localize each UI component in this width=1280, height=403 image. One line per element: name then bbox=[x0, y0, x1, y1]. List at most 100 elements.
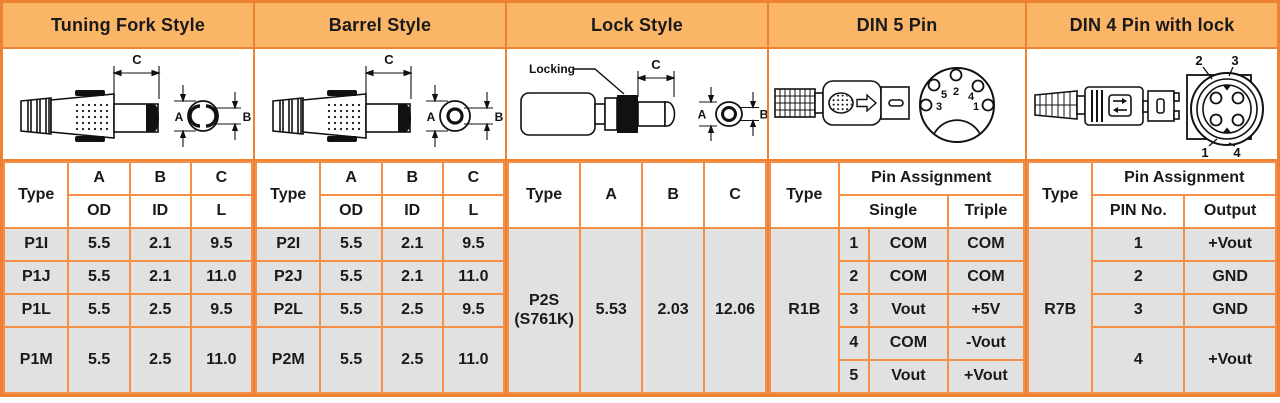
col-header-triple: Triple bbox=[946, 194, 1026, 229]
value-cell: 2.5 bbox=[380, 293, 444, 328]
col-subheader-id: ID bbox=[380, 194, 444, 229]
output-cell: GND bbox=[1183, 293, 1277, 328]
value-cell: 9.5 bbox=[189, 227, 254, 262]
type-cell: P1J bbox=[2, 260, 70, 295]
col-header-output: Output bbox=[1183, 194, 1277, 229]
dim-label-c: C bbox=[384, 52, 394, 67]
single-cell: Vout bbox=[868, 293, 949, 328]
dim-label-b: B bbox=[760, 108, 767, 122]
triple-cell: COM bbox=[946, 227, 1026, 262]
type-cell: R7B bbox=[1026, 227, 1094, 394]
value-cell: 5.5 bbox=[67, 260, 131, 295]
single-cell: Vout bbox=[868, 359, 949, 394]
type-line-2: (S761K) bbox=[514, 310, 574, 328]
barrel-table: Type A B C OD ID L P2I 5.5 2.1 9.5 P2J 5… bbox=[254, 161, 506, 394]
value-cell: 2.1 bbox=[380, 227, 444, 262]
panel-din5: DIN 5 Pin bbox=[769, 3, 1027, 394]
table-row: 4 COM -Vout bbox=[770, 326, 1026, 361]
table-row: 5 Vout +Vout bbox=[770, 359, 1026, 394]
panel-barrel: Barrel Style bbox=[254, 3, 507, 394]
type-cell: R1B bbox=[769, 227, 840, 394]
table-row: P2M 5.5 2.5 11.0 bbox=[254, 326, 506, 394]
col-subheader-od: OD bbox=[67, 194, 131, 229]
col-subheader-id: ID bbox=[128, 194, 192, 229]
col-header-pin-assignment: Pin Assignment bbox=[837, 161, 1026, 196]
triple-cell: +5V bbox=[946, 293, 1026, 328]
table-row: P2I 5.5 2.1 9.5 bbox=[254, 227, 506, 262]
pin-cell: 3 bbox=[837, 293, 871, 328]
pin-label-2: 2 bbox=[953, 86, 959, 98]
panel-title-tuning-fork: Tuning Fork Style bbox=[3, 3, 253, 49]
panel-lock: Lock Style Locking bbox=[506, 3, 769, 394]
col-header-type: Type bbox=[769, 161, 840, 229]
col-subheader-l: L bbox=[441, 194, 506, 229]
dim-label-a: A bbox=[698, 108, 707, 122]
type-cell: P2J bbox=[254, 260, 322, 295]
col-header-c: C bbox=[441, 161, 506, 196]
triple-cell: -Vout bbox=[946, 326, 1026, 361]
value-cell: 5.5 bbox=[319, 293, 383, 328]
pin-label-3: 3 bbox=[936, 101, 942, 113]
value-cell: 2.1 bbox=[128, 227, 192, 262]
panel-tuning-fork: Tuning Fork Style bbox=[2, 3, 255, 394]
output-cell: +Vout bbox=[1183, 326, 1277, 394]
din4-diagram: 2 3 1 4 bbox=[1027, 49, 1277, 161]
table-row: 4 +Vout bbox=[1028, 326, 1277, 394]
col-header-b: B bbox=[641, 161, 706, 229]
table-row: 2 COM COM bbox=[770, 260, 1026, 295]
dim-label-c: C bbox=[132, 52, 142, 67]
panel-title-din5: DIN 5 Pin bbox=[769, 3, 1025, 49]
value-cell: 5.5 bbox=[319, 326, 383, 394]
dim-label-b: B bbox=[243, 110, 252, 124]
value-cell: 2.5 bbox=[128, 326, 192, 394]
pin-cell: 4 bbox=[837, 326, 871, 361]
col-header-pin-assignment: Pin Assignment bbox=[1091, 161, 1277, 196]
col-subheader-od: OD bbox=[319, 194, 383, 229]
pin-cell: 2 bbox=[1091, 260, 1186, 295]
single-cell: COM bbox=[868, 326, 949, 361]
pin-label-1: 1 bbox=[973, 101, 979, 113]
pin-label-3: 3 bbox=[1231, 53, 1238, 68]
type-cell: P2I bbox=[254, 227, 322, 262]
col-header-c: C bbox=[703, 161, 767, 229]
type-cell: P1I bbox=[2, 227, 70, 262]
pin-label-4: 4 bbox=[1233, 145, 1241, 159]
din5-diagram: 2 5 4 3 1 bbox=[769, 49, 1025, 161]
dim-label-a: A bbox=[175, 110, 184, 124]
value-cell: 11.0 bbox=[441, 326, 506, 394]
table-row: 3 GND bbox=[1028, 293, 1277, 328]
pin-cell: 4 bbox=[1091, 326, 1186, 394]
panel-title-din4: DIN 4 Pin with lock bbox=[1027, 3, 1277, 49]
dim-label-c: C bbox=[651, 57, 661, 72]
col-header-a: A bbox=[319, 161, 383, 196]
pin-cell: 1 bbox=[837, 227, 871, 262]
single-cell: COM bbox=[868, 227, 949, 262]
din5-table: Type Pin Assignment Single Triple R1B 1 … bbox=[769, 161, 1026, 394]
pin-cell: 5 bbox=[837, 359, 871, 394]
col-header-b: B bbox=[380, 161, 444, 196]
table-row: P2S (S761K) 5.53 2.03 12.06 bbox=[506, 227, 767, 394]
pin-label-4: 4 bbox=[968, 91, 975, 103]
value-cell: 5.5 bbox=[319, 260, 383, 295]
triple-cell: +Vout bbox=[946, 359, 1026, 394]
output-cell: GND bbox=[1183, 260, 1277, 295]
col-header-type: Type bbox=[254, 161, 322, 229]
value-cell: 5.53 bbox=[579, 227, 644, 394]
type-cell: P1M bbox=[2, 326, 70, 394]
col-header-b: B bbox=[128, 161, 192, 196]
value-cell: 9.5 bbox=[441, 293, 506, 328]
value-cell: 2.03 bbox=[641, 227, 706, 394]
col-header-single: Single bbox=[837, 194, 949, 229]
panel-title-barrel: Barrel Style bbox=[255, 3, 505, 49]
col-header-type: Type bbox=[506, 161, 582, 229]
triple-cell: COM bbox=[946, 260, 1026, 295]
barrel-diagram: C A B bbox=[255, 49, 505, 161]
type-cell: P2M bbox=[254, 326, 322, 394]
output-cell: +Vout bbox=[1183, 227, 1277, 262]
value-cell: 11.0 bbox=[189, 326, 254, 394]
lock-diagram: Locking C bbox=[507, 49, 767, 161]
value-cell: 2.5 bbox=[380, 326, 444, 394]
pin-cell: 3 bbox=[1091, 293, 1186, 328]
col-header-type: Type bbox=[2, 161, 70, 229]
col-header-pin-no: PIN No. bbox=[1091, 194, 1186, 229]
